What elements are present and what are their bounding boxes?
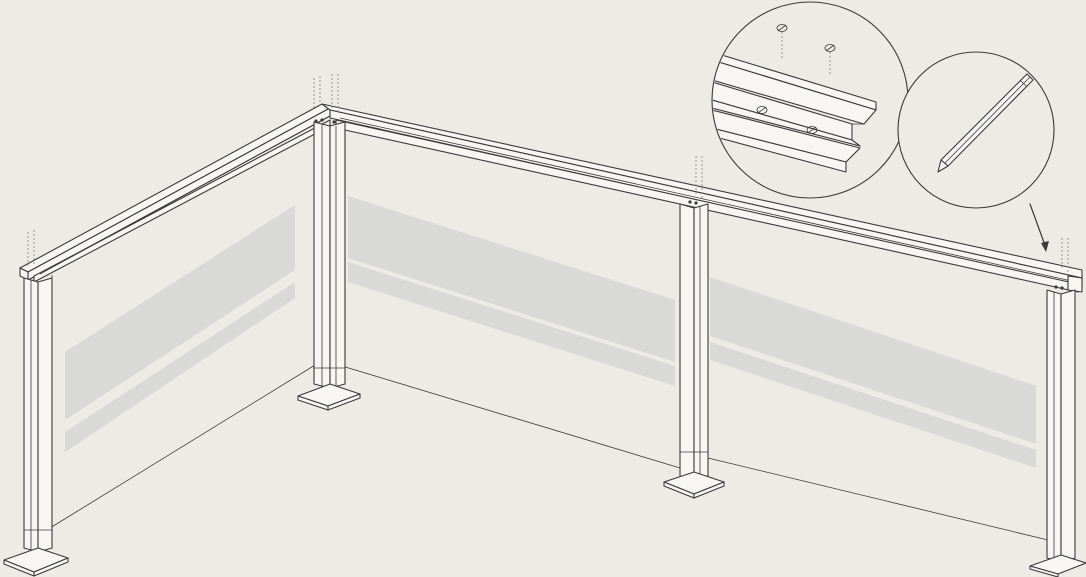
screw-markers <box>27 74 1069 290</box>
glass-panel-left <box>65 205 295 452</box>
base-plate-right <box>1029 554 1086 577</box>
base-plate-left <box>3 547 69 577</box>
post-left <box>3 277 69 577</box>
post-corner <box>297 121 361 411</box>
rail-drilling-detail <box>711 1 909 199</box>
top-rail-left <box>19 103 331 283</box>
pointer-arrow-icon <box>1029 203 1049 252</box>
post-right <box>1029 289 1086 577</box>
base-plate-corner <box>297 383 361 411</box>
post-middle <box>663 203 725 499</box>
drill-hole-icon <box>756 24 836 134</box>
glass-panel-right <box>710 277 1036 468</box>
glass-panel-middle <box>348 196 675 386</box>
glass-panel-bottom-edges <box>49 361 1049 541</box>
pencil-marking-detail <box>897 51 1055 252</box>
pencil-icon <box>937 73 1034 173</box>
base-plate-middle <box>663 471 725 499</box>
